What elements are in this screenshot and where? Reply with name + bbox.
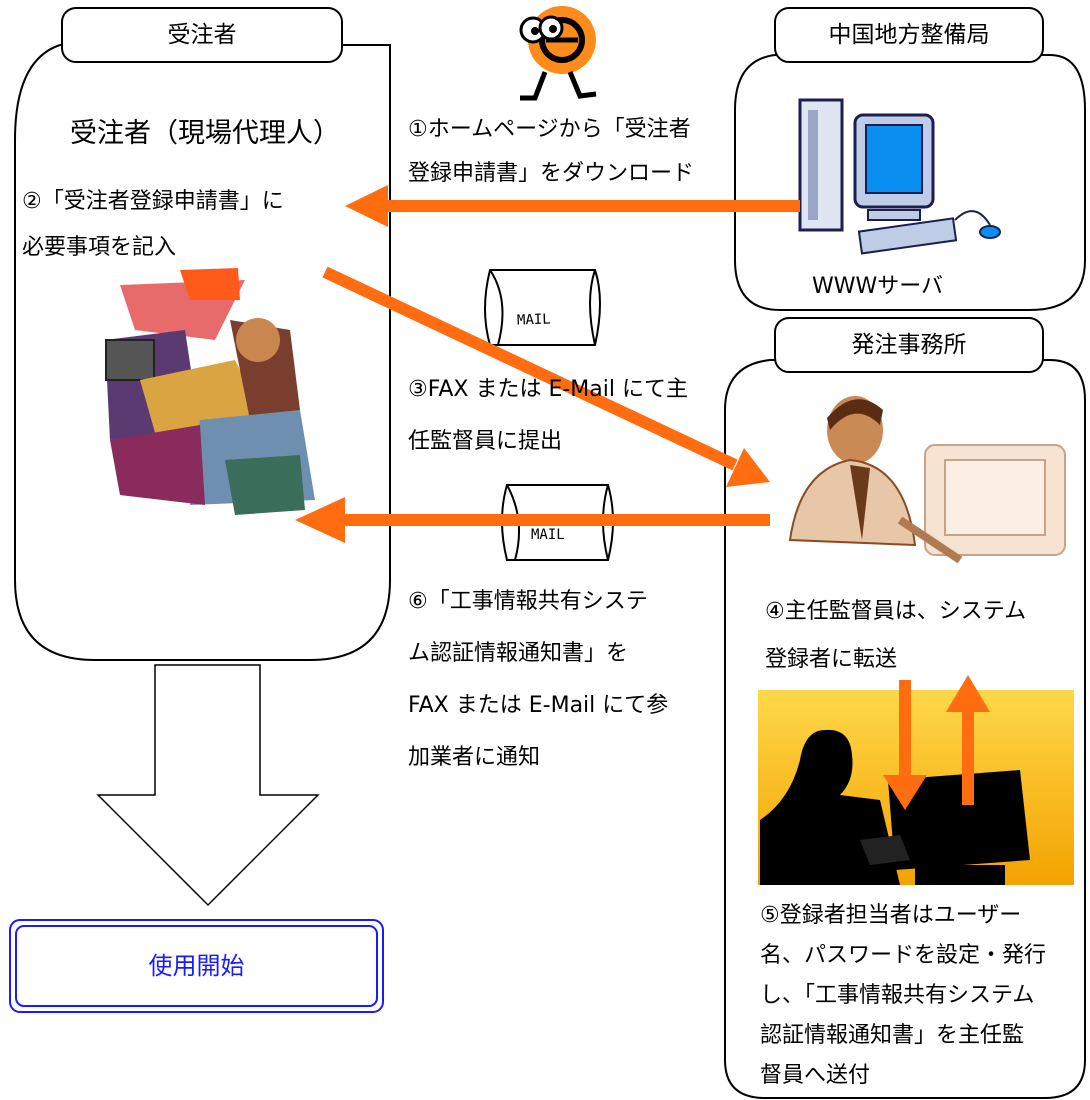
server-label: WWWサーバ [812, 274, 944, 299]
office-worker-illustration [788, 396, 1066, 564]
step3-line1: ③FAX または E-Mail にて主 [408, 377, 688, 402]
mail-label-1: MAIL [516, 311, 551, 329]
arrow-return-up [946, 675, 990, 805]
step6-line4: 加業者に通知 [408, 745, 541, 770]
office-tab [774, 317, 1044, 373]
step1-line2: 登録申請書」をダウンロード [408, 161, 695, 186]
step2-line1: ②「受注者登録申請書」に [22, 189, 284, 214]
arrow-download [345, 185, 800, 227]
step5-line1: ⑤登録者担当者はユーザー [760, 903, 1022, 928]
contractor-heading: 受注者（現場代理人） [70, 118, 340, 149]
step6-line2: ム認証情報通知書」を [408, 641, 629, 666]
arrow-notify [295, 497, 770, 543]
step5-line2: 名、パスワードを設定・発行 [760, 943, 1047, 968]
bureau-tab [774, 7, 1044, 63]
start-usage-button[interactable]: 使用開始 [148, 952, 245, 980]
step1-line1: ①ホームページから「受注者 [408, 117, 691, 142]
step5-line5: 督員へ送付 [760, 1063, 871, 1088]
arrow-submit [322, 266, 770, 487]
step6-line3: FAX または E-Mail にて参 [408, 693, 669, 718]
step4-line2: 登録者に転送 [765, 647, 898, 672]
step4-line1: ④主任監督員は、システム [765, 599, 1027, 624]
e-mascot-icon [519, 6, 597, 101]
mail-envelope-icon-1 [484, 269, 601, 346]
step3-line2: 任監督員に提出 [408, 429, 563, 454]
step5-line4: 認証情報通知書」を主任監 [760, 1023, 1025, 1048]
step6-line1: ⑥「工事情報共有システ [408, 589, 648, 614]
step5-line3: し、「工事情報共有システム [760, 983, 1035, 1008]
arrow-forward-down [883, 680, 927, 810]
contractor-tab-label: 受注者 [167, 22, 237, 48]
step2-line2: 必要事項を記入 [22, 235, 177, 260]
office-tab-label: 発注事務所 [851, 332, 967, 358]
mail-label-2: MAIL [531, 527, 565, 543]
server-computer-icon [798, 98, 1001, 255]
bureau-tab-label: 中国地方整備局 [828, 22, 990, 48]
proceed-down-arrow [96, 664, 320, 907]
contractor-worker-illustration [105, 268, 315, 515]
contractor-tab [61, 7, 343, 63]
